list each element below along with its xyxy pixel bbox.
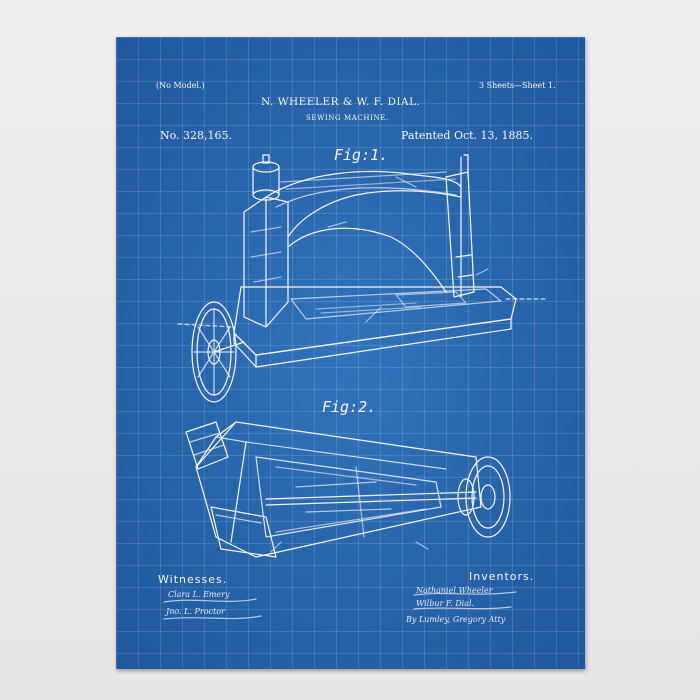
no-model-label: (No Model.) xyxy=(156,81,205,90)
subject-label: SEWING MACHINE. xyxy=(306,114,389,122)
inventors-title: N. WHEELER & W. F. DIAL. xyxy=(261,96,421,108)
inventor-signature-1: Nathaniel Wheeler xyxy=(416,586,493,595)
fig2-underside-view xyxy=(185,421,511,558)
patent-drawing xyxy=(163,154,547,620)
inventor-signature-2: Wilbur F. Dial. xyxy=(416,599,475,608)
witness-signature-2: Jno. L. Proctor xyxy=(166,607,225,616)
patented-date: Patented Oct. 13, 1885. xyxy=(401,129,534,142)
patent-number: No. 328,165. xyxy=(160,129,233,142)
signature-underlines xyxy=(163,591,517,620)
blueprint-poster: (No Model.) 3 Sheets—Sheet 1. N. WHEELER… xyxy=(116,37,585,669)
sheets-label: 3 Sheets—Sheet 1. xyxy=(479,81,556,90)
inventors-label: Inventors. xyxy=(469,570,535,583)
fig2-label: Fig:2. xyxy=(322,398,377,416)
attorney-signature: By Lumley, Gregory Atty xyxy=(406,615,506,624)
fig1-sewing-machine xyxy=(177,154,547,403)
witnesses-label: Witnesses. xyxy=(158,573,228,586)
witness-signature-1: Clara L. Emery xyxy=(168,590,230,599)
fig1-label: Fig:1. xyxy=(334,146,389,164)
